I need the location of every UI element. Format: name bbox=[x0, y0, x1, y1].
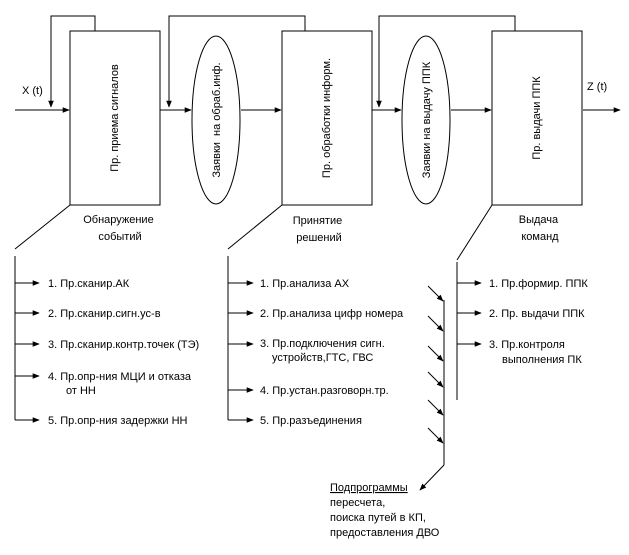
feedback-loop-2 bbox=[166, 15, 306, 108]
list-item: 4. Пр.устан.разговорн.тр. bbox=[260, 385, 389, 397]
block-info-processing-label: Пр. обработки информ. bbox=[321, 58, 333, 178]
subprogram-tap bbox=[427, 285, 444, 302]
list-item: 2. Пр. выдачи ППК bbox=[489, 308, 585, 320]
output-label: Z (t) bbox=[587, 81, 607, 93]
leader-1 bbox=[14, 204, 71, 250]
subprogram-tap bbox=[427, 399, 444, 416]
queue-ppk-label: Заявки на выдачу ППК bbox=[421, 61, 433, 178]
subprogram-tap bbox=[427, 345, 444, 362]
block-ppk-output bbox=[491, 30, 583, 206]
list-item: 1. Пр.формир. ППК bbox=[489, 278, 588, 290]
list-item: 3. Пр.контроля выполнения ПК bbox=[489, 339, 582, 366]
feedback-loop-3 bbox=[376, 15, 516, 108]
list-item: 1. Пр.анализа АХ bbox=[260, 278, 350, 290]
subprogram-connector bbox=[419, 464, 445, 491]
group-caption-decision: Принятие решений bbox=[293, 215, 346, 244]
block-ppk-output-label: Пр. выдачи ППК bbox=[531, 76, 543, 160]
input-label: X (t) bbox=[22, 85, 43, 97]
subprogram-tap bbox=[427, 371, 444, 388]
list-item: 2. Пр.сканир.сигн.ус-в bbox=[48, 308, 161, 320]
leader-2 bbox=[227, 204, 283, 250]
subprogram-tap bbox=[427, 315, 444, 332]
queue-processing-label: Заявки на обраб.инф. bbox=[211, 62, 223, 177]
group-caption-command: Выдача команд bbox=[519, 214, 561, 243]
block-signal-reception-label: Пр. приема сигналов bbox=[109, 64, 121, 172]
list-item: 3. Пр.сканир.контр.точек (ТЭ) bbox=[48, 339, 199, 351]
block-info-processing bbox=[281, 30, 373, 206]
list-item: 5. Пр.разъединения bbox=[260, 415, 362, 427]
list-item: 3. Пр.подключения сигн. устройств,ГТС, Г… bbox=[260, 338, 388, 364]
queue-processing-requests bbox=[191, 35, 241, 205]
feedback-loop-1 bbox=[48, 15, 96, 108]
block-signal-reception bbox=[69, 30, 161, 206]
list-item: 2. Пр.анализа цифр номера bbox=[260, 308, 404, 320]
leader-3 bbox=[456, 204, 493, 261]
list-item: 5. Пр.опр-ния задержки НН bbox=[48, 415, 188, 427]
subprograms-title: Подпрограммы bbox=[330, 482, 408, 494]
list-item: 1. Пр.сканир.АК bbox=[48, 278, 130, 290]
group-caption-detection: Обнаружение событий bbox=[83, 214, 157, 243]
subprogram-tap bbox=[427, 427, 444, 444]
list-item: 4. Пр.опр-ния МЦИ и отказа от НН bbox=[48, 371, 194, 397]
queue-ppk-requests bbox=[401, 35, 451, 205]
subprograms-list: пересчета, поиска путей в КП, предоставл… bbox=[330, 497, 440, 539]
